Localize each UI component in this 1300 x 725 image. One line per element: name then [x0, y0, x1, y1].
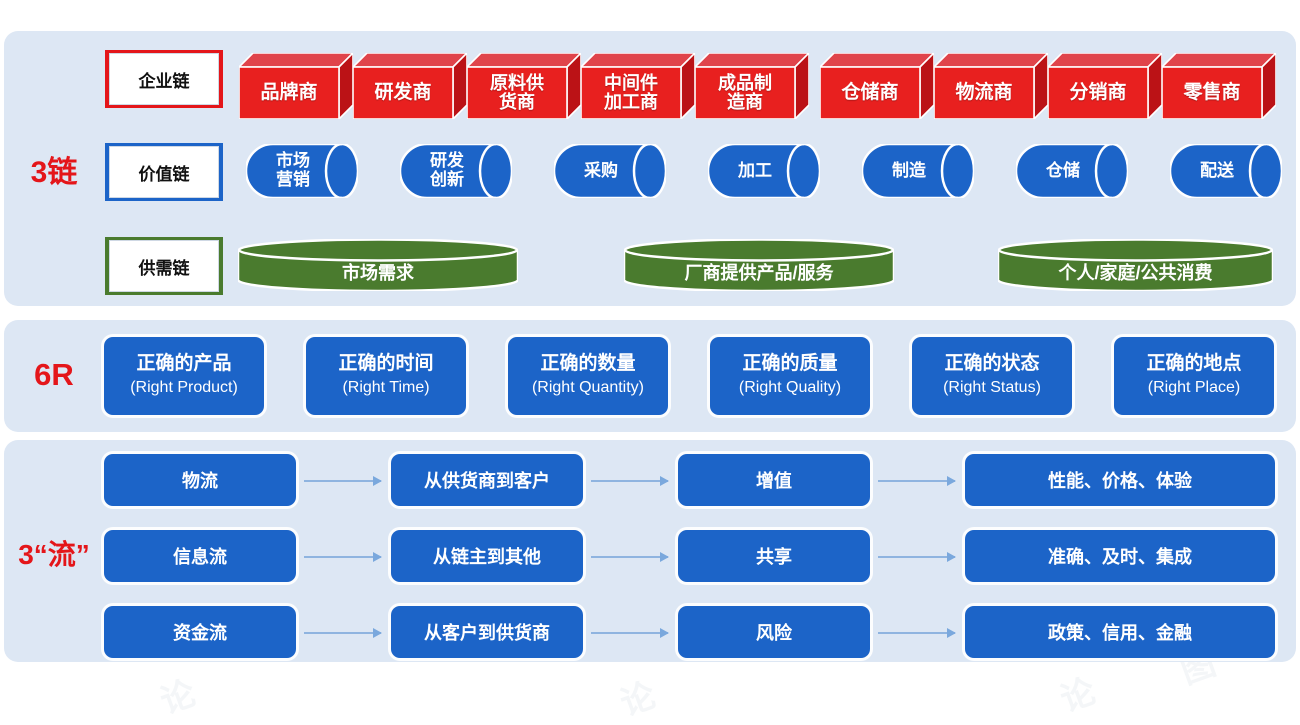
chip-label: 价值链 [138, 164, 190, 184]
value-chain-cylinder: 加工 [706, 142, 822, 200]
six-r-card-subtitle: (Right Status) [943, 379, 1041, 397]
six-r-card-title: 正确的产品 [136, 352, 232, 374]
flow-card: 资金流 [104, 606, 296, 658]
value-chain-cylinder: 采购 [552, 142, 668, 200]
six-r-card: 正确的状态 (Right Status) [912, 337, 1072, 415]
value-chain-cylinder: 仓储 [1014, 142, 1130, 200]
six-r-card-title: 正确的数量 [540, 352, 636, 374]
chip-label: 企业链 [138, 71, 190, 91]
cylinder-label: 个人/家庭/公共消费 [1058, 263, 1213, 283]
flow-card: 政策、信用、金融 [965, 606, 1275, 658]
cylinder-label: 研发 创新 [430, 151, 464, 189]
box-label: 仓储商 [841, 81, 899, 103]
flow-card: 从链主到其他 [391, 530, 583, 582]
flow-card: 共享 [678, 530, 870, 582]
flow-card: 从客户到供货商 [391, 606, 583, 658]
supply-demand-cylinder: 厂商提供产品/服务 [622, 238, 896, 293]
chip-label: 供需链 [138, 258, 190, 278]
flow-arrow [878, 476, 956, 486]
flow-card: 物流 [104, 454, 296, 506]
box-label: 分销商 [1069, 81, 1127, 103]
enterprise-chain-box: 中间件 加工商 [579, 51, 697, 121]
six-r-card-subtitle: (Right Quality) [738, 379, 842, 397]
flow-arrow [591, 628, 669, 638]
cylinder-label: 厂商提供产品/服务 [684, 263, 834, 283]
box-label: 研发商 [374, 81, 432, 103]
value-chain-cylinder: 制造 [860, 142, 976, 200]
cylinder-label: 市场 营销 [276, 151, 310, 189]
box-label: 零售商 [1183, 81, 1241, 103]
chip-supply-demand-chain: 供需链 [105, 237, 223, 295]
six-r-card-title: 正确的时间 [338, 352, 434, 374]
flow-arrow [878, 628, 956, 638]
section-label-three-flows: 3“流” [18, 539, 90, 570]
six-r-card-title: 正确的地点 [1146, 352, 1242, 374]
watermark: 论 [155, 674, 201, 722]
diagram-canvas: 图 正 图 正 图 论 论 论 3链 企业链 价值链 供需链 品牌商 研发商 原… [4, 31, 1296, 723]
six-r-card: 正确的地点 (Right Place) [1114, 337, 1274, 415]
enterprise-chain-box: 成品制 造商 [693, 51, 811, 121]
enterprise-chain-box: 品牌商 [237, 51, 355, 121]
six-r-card-title: 正确的状态 [944, 352, 1040, 374]
box-label: 物流商 [955, 81, 1013, 103]
flow-card: 性能、价格、体验 [965, 454, 1275, 506]
six-r-card-subtitle: (Right Place) [1147, 379, 1241, 397]
supply-demand-cylinder: 个人/家庭/公共消费 [996, 238, 1275, 293]
cylinder-label: 仓储 [1046, 160, 1080, 180]
cylinder-label: 市场需求 [342, 263, 414, 283]
flow-arrow [304, 476, 382, 486]
six-r-card: 正确的质量 (Right Quality) [710, 337, 870, 415]
value-chain-cylinder: 配送 [1168, 142, 1284, 200]
value-chain-cylinder: 市场 营销 [244, 142, 360, 200]
supply-demand-cylinder: 市场需求 [236, 238, 520, 293]
cylinder-label: 制造 [892, 160, 926, 180]
watermark: 论 [615, 676, 661, 724]
flow-arrow [304, 628, 382, 638]
flow-card: 准确、及时、集成 [965, 530, 1275, 582]
flow-arrow [304, 552, 382, 562]
six-r-card-subtitle: (Right Product) [130, 379, 238, 397]
chip-value-chain: 价值链 [105, 143, 223, 201]
six-r-card-title: 正确的质量 [742, 352, 838, 374]
enterprise-chain-box: 仓储商 [818, 51, 936, 121]
cylinder-label: 加工 [738, 160, 772, 180]
box-label: 成品制 造商 [718, 72, 772, 112]
enterprise-chain-box: 原料供 货商 [465, 51, 583, 121]
six-r-card-subtitle: (Right Time) [342, 379, 430, 397]
enterprise-chain-box: 研发商 [351, 51, 469, 121]
chip-enterprise-chain: 企业链 [105, 50, 223, 108]
enterprise-chain-box: 物流商 [932, 51, 1050, 121]
six-r-card-subtitle: (Right Quantity) [531, 379, 645, 397]
box-label: 原料供 货商 [490, 72, 544, 112]
six-r-card: 正确的时间 (Right Time) [306, 337, 466, 415]
value-chain-cylinder: 研发 创新 [398, 142, 514, 200]
cylinder-label: 采购 [584, 160, 618, 180]
flow-card: 风险 [678, 606, 870, 658]
flow-card: 信息流 [104, 530, 296, 582]
enterprise-chain-box: 分销商 [1046, 51, 1164, 121]
enterprise-chain-box: 零售商 [1160, 51, 1278, 121]
six-r-card: 正确的产品 (Right Product) [104, 337, 264, 415]
six-r-card: 正确的数量 (Right Quantity) [508, 337, 668, 415]
box-label: 中间件 加工商 [604, 72, 658, 112]
flow-arrow [878, 552, 956, 562]
flow-arrow [591, 476, 669, 486]
flow-card: 增值 [678, 454, 870, 506]
cylinder-label: 配送 [1200, 160, 1234, 180]
box-label: 品牌商 [260, 81, 318, 103]
flow-arrow [591, 552, 669, 562]
section-label-six-r: 6R [34, 357, 74, 392]
watermark: 论 [1055, 672, 1101, 720]
section-label-three-chains: 3链 [30, 156, 78, 189]
flow-card: 从供货商到客户 [391, 454, 583, 506]
